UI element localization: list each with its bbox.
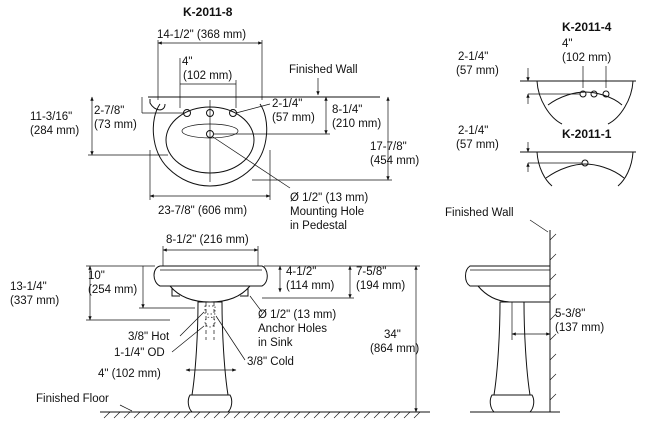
- variant-4-hole-center: [590, 90, 598, 98]
- deck-in-label: 2-1/4": [272, 98, 302, 110]
- variant-4-outline-right: [607, 80, 634, 125]
- rim-in-label: 13-1/4": [10, 281, 47, 293]
- faucet-offset-mm-label: (73 mm): [94, 119, 137, 131]
- variant-1-bowl-edge: [545, 163, 625, 179]
- projection-mm-label: (454 mm): [370, 155, 419, 167]
- spacing-label: 8-1/2" (216 mm): [166, 234, 249, 246]
- model-main-label: K-2011-8: [183, 5, 233, 19]
- variant-1-outline-right: [617, 151, 634, 187]
- anchor-hook-right: [240, 288, 249, 297]
- rim-mm-label: (337 mm): [10, 295, 59, 307]
- model-variant-4-label: K-2011-4: [562, 20, 612, 34]
- hot-leader: [179, 311, 205, 337]
- mount-hole-label-3: in Pedestal: [290, 220, 347, 232]
- anchor-leader: [249, 295, 263, 313]
- front-bowl-underside: [169, 285, 251, 303]
- finished-floor-leader: [119, 404, 133, 412]
- side-wall-leader: [529, 219, 549, 233]
- side-view: Finished Wall 5-3/8" (137 mm): [445, 207, 604, 413]
- basin-in-label: 10": [88, 270, 105, 282]
- front-pedestal-base: [187, 394, 233, 413]
- floor-hatching: [103, 411, 421, 419]
- side-finished-wall-label: Finished Wall: [445, 207, 514, 219]
- supply-hot-hidden: [204, 305, 216, 315]
- height-in-label: 34": [384, 329, 401, 341]
- variant-1-view: K-2011-1 2-1/4" (57 mm): [456, 125, 636, 187]
- side-bowl-underside: [477, 285, 550, 303]
- variant-4-spread-in-label: 4": [562, 38, 572, 50]
- drain-pipe-hidden: [205, 302, 215, 340]
- mount-hole-label-1: Ø 1/2" (13 mm): [290, 192, 368, 204]
- hot-label: 3/8" Hot: [128, 331, 170, 343]
- front-basin-rim: [153, 265, 268, 287]
- variant-1-hole: [581, 159, 589, 167]
- basin-corner-left: [149, 99, 166, 111]
- height-mm-label: (864 mm): [370, 343, 419, 355]
- finished-wall-label: Finished Wall: [289, 64, 358, 76]
- variant-4-deck-mm-label: (57 mm): [456, 65, 499, 77]
- side-wall-hatching: [549, 233, 557, 401]
- drain-in-label: 8-1/4": [332, 104, 362, 116]
- width-label: 14-1/2" (368 mm): [157, 29, 246, 41]
- cold-leader: [215, 315, 246, 361]
- variant-1-outline-left: [536, 151, 553, 187]
- spread-mm-label: (102 mm): [183, 70, 232, 82]
- front-view: 8-1/2" (216 mm) 13-1/4" (337 mm) 10" (25…: [10, 234, 430, 419]
- basin-mm-label: (254 mm): [88, 284, 137, 296]
- model-variant-1-label: K-2011-1: [562, 127, 612, 141]
- trap-in-label: 7-5/8": [356, 266, 386, 278]
- bowl-mm-label: (114 mm): [286, 280, 335, 292]
- anchor-label-3: in Sink: [258, 337, 293, 349]
- overall-width-label: 23-7/8" (606 mm): [158, 205, 247, 217]
- variant-1-deck-mm-label: (57 mm): [456, 139, 499, 151]
- bowl-in-label: 4-1/2": [286, 266, 316, 278]
- anchor-label-1: Ø 1/2" (13 mm): [258, 309, 336, 321]
- drain-outlet-hidden: [204, 316, 216, 328]
- variant-4-view: K-2011-4 4" (102 mm) 2-1/4" (57 mm): [456, 20, 636, 125]
- front-pedestal: [191, 301, 229, 396]
- depth-mm-label: (284 mm): [30, 125, 79, 137]
- od-label: 1-1/4" OD: [114, 347, 165, 359]
- variant-4-spread-mm-label: (102 mm): [562, 52, 611, 64]
- anchor-hook-left: [171, 288, 180, 297]
- trap-mm-label: (194 mm): [356, 280, 405, 292]
- faucet-offset-in-label: 2-7/8": [94, 105, 124, 117]
- projection-in-label: 17-7/8": [370, 141, 407, 153]
- deck-mm-label: (57 mm): [272, 112, 315, 124]
- variant-1-deck-in-label: 2-1/4": [458, 125, 488, 137]
- finished-floor-label: Finished Floor: [36, 393, 109, 405]
- supply-label: 4" (102 mm): [98, 368, 161, 380]
- od-leader: [171, 325, 205, 353]
- basin-outline: [152, 103, 268, 187]
- side-offset-mm-label: (137 mm): [555, 322, 604, 334]
- variant-4-outline-left: [536, 80, 563, 125]
- mount-hole-leader: [212, 136, 291, 189]
- anchor-label-2: Anchor Holes: [258, 323, 327, 335]
- mount-hole-label-2: Mounting Hole: [290, 206, 364, 218]
- variant-4-deck-in-label: 2-1/4": [458, 51, 488, 63]
- top-view: K-2011-8 14-1/2" (368 mm) 4" (102 mm) Fi…: [30, 5, 419, 232]
- side-offset-in-label: 5-3/8": [555, 308, 585, 320]
- variant-4-hole-right: [602, 90, 610, 98]
- spread-in-label: 4": [182, 56, 192, 68]
- deck-leader: [235, 103, 271, 114]
- side-pedestal-base: [489, 394, 535, 413]
- side-basin: [465, 265, 551, 287]
- depth-in-label: 11-3/16": [30, 111, 72, 123]
- drain-mm-label: (210 mm): [332, 118, 381, 130]
- cold-label: 3/8" Cold: [247, 356, 294, 368]
